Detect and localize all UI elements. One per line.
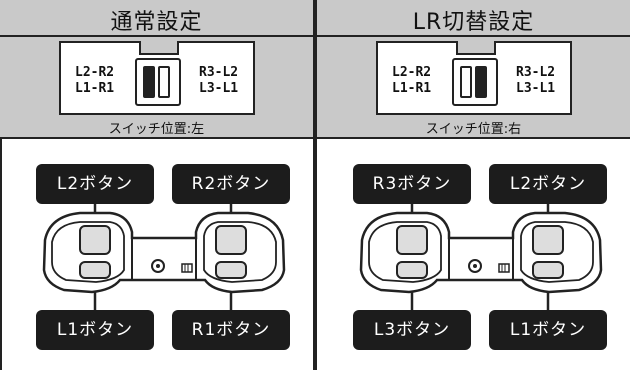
panel-lr-switch-setting: LR切替設定 L2-R2 L1-R1 R3-L2 L3-L1 スイッチ位置:右: [317, 0, 630, 370]
switch-position-label: スイッチ位置:右: [425, 122, 522, 137]
switch-left-text: L2-R2 L1-R1: [75, 65, 114, 97]
switch-tab: [139, 41, 179, 55]
switch-right-line-2: L3-L1: [516, 81, 556, 96]
slide-switch: [452, 58, 498, 106]
switch-knob-right: [158, 66, 170, 98]
label-top-left-button: L2ボタン: [36, 164, 154, 204]
switch-knob-left: [143, 66, 155, 98]
title-divider: [317, 35, 630, 37]
slide-switch: [135, 58, 181, 106]
panel-title: LR切替設定: [412, 10, 535, 35]
label-bottom-right-button: L1ボタン: [489, 310, 607, 350]
header-divider: [317, 137, 630, 139]
switch-right-text: R3-L2 L3-L1: [516, 65, 555, 97]
switch-right-line-1: R3-L2: [199, 65, 239, 80]
left-border: [0, 0, 2, 370]
switch-left-line-2: L1-R1: [392, 81, 432, 96]
switch-box: L2-R2 L1-R1 R3-L2 L3-L1: [59, 41, 255, 115]
switch-right-line-1: R3-L2: [516, 65, 556, 80]
switch-left-text: L2-R2 L1-R1: [392, 65, 431, 97]
label-top-right-button: R2ボタン: [172, 164, 290, 204]
title-divider: [0, 35, 313, 37]
switch-left-line-1: L2-R2: [392, 65, 432, 80]
panel-title: 通常設定: [110, 10, 203, 35]
switch-box: L2-R2 L1-R1 R3-L2 L3-L1: [376, 41, 572, 115]
switch-left-line-2: L1-R1: [75, 81, 115, 96]
panel-divider: [313, 0, 317, 370]
header-divider: [0, 137, 313, 139]
switch-position-label: スイッチ位置:左: [108, 122, 205, 137]
switch-header: 通常設定 L2-R2 L1-R1 R3-L2 L3-L1 スイッチ位置:左: [0, 0, 313, 137]
switch-right-line-2: L3-L1: [199, 81, 239, 96]
switch-knob-right: [475, 66, 487, 98]
label-top-left-button: R3ボタン: [353, 164, 471, 204]
controller-illustration: [42, 192, 286, 318]
controller-illustration: [359, 192, 603, 318]
label-bottom-left-button: L3ボタン: [353, 310, 471, 350]
panel-normal-setting: 通常設定 L2-R2 L1-R1 R3-L2 L3-L1 スイッチ位置:左: [0, 0, 313, 370]
switch-knob-left: [460, 66, 472, 98]
switch-tab: [456, 41, 496, 55]
switch-right-text: R3-L2 L3-L1: [199, 65, 238, 97]
label-bottom-left-button: L1ボタン: [36, 310, 154, 350]
switch-left-line-1: L2-R2: [75, 65, 115, 80]
label-bottom-right-button: R1ボタン: [172, 310, 290, 350]
switch-header: LR切替設定 L2-R2 L1-R1 R3-L2 L3-L1 スイッチ位置:右: [317, 0, 630, 137]
label-top-right-button: L2ボタン: [489, 164, 607, 204]
